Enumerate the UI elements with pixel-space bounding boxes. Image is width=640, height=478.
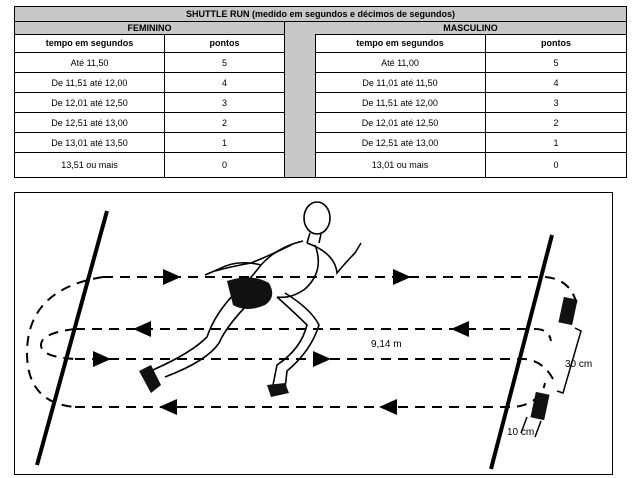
masculino-section: MASCULINO tempo em segundos pontos Até 1…: [315, 22, 626, 177]
block-size-label: 10 cm: [507, 427, 535, 438]
masculino-row-points: 4: [486, 73, 626, 93]
size-bracket: [520, 416, 542, 438]
section-divider: [284, 22, 316, 177]
feminino-header: FEMININO: [15, 22, 284, 35]
feminino-row-time: De 12,01 até 12,50: [15, 93, 164, 113]
masculino-row-points: 5: [486, 53, 626, 73]
feminino-row-points: 5: [165, 53, 284, 73]
runner-shoe-front: [267, 383, 289, 397]
masculino-row-time: De 11,01 até 11,50: [315, 73, 485, 93]
feminino-row-points: 4: [165, 73, 284, 93]
path-outer-bottom: [75, 382, 546, 408]
table-title: SHUTTLE RUN (medido em segundos e décimo…: [15, 7, 626, 22]
column-separator: [164, 35, 165, 177]
score-table: SHUTTLE RUN (medido em segundos e décimo…: [14, 6, 627, 178]
path-inner-top: [75, 328, 552, 342]
masculino-row-points: 2: [486, 113, 626, 133]
shuttle-run-diagram: 9,14 m 30 cm 10 cm: [14, 192, 613, 475]
feminino-row-time: De 11,51 até 12,00: [15, 73, 164, 93]
feminino-row-points: 0: [221, 160, 227, 170]
feminino-section: FEMININO tempo em segundos pontos Até 11…: [15, 22, 284, 177]
distance-label: 9,14 m: [371, 339, 402, 350]
masculino-header: MASCULINO: [315, 22, 626, 35]
feminino-row-time: De 12,51 até 13,00: [15, 113, 164, 133]
column-separator: [485, 35, 486, 177]
runner-shoe-back: [139, 365, 161, 393]
block-bottom: [530, 391, 550, 421]
masculino-row-points: 0: [553, 160, 559, 170]
feminino-col-time: tempo em segundos: [15, 35, 164, 53]
path-left-curve: [25, 276, 104, 408]
shuttle-run-drawing: [25, 201, 582, 470]
block-top: [558, 296, 578, 326]
feminino-col-points: pontos: [165, 35, 284, 53]
masculino-col-points: pontos: [486, 35, 626, 53]
masculino-row-points: 3: [486, 93, 626, 113]
path-inner-curve: [39, 328, 76, 360]
masculino-row-time: 13,01 ou mais: [371, 160, 429, 170]
masculino-row-time: Até 11,00: [315, 53, 485, 73]
masculino-row-points: 1: [486, 133, 626, 153]
gap-bracket: [556, 327, 582, 394]
feminino-row-points: 2: [165, 113, 284, 133]
masculino-col-time: tempo em segundos: [315, 35, 485, 53]
path-outer-top: [103, 276, 578, 306]
feminino-row-points: 1: [165, 133, 284, 153]
masculino-row-time: De 12,01 até 12,50: [315, 113, 485, 133]
masculino-row-time: De 11,51 até 12,00: [315, 93, 485, 113]
feminino-row-time: 13,51 ou mais: [61, 160, 118, 170]
runner-shorts: [227, 277, 273, 309]
feminino-row-time: De 13,01 até 13,50: [15, 133, 164, 153]
turn-line: [489, 234, 554, 470]
path-inner-bottom: [75, 358, 556, 384]
runner-figure: [146, 201, 362, 390]
masculino-row-time: De 12,51 até 13,00: [315, 133, 485, 153]
feminino-row-time: Até 11,50: [15, 53, 164, 73]
start-line: [35, 210, 109, 466]
block-gap-label: 30 cm: [565, 359, 593, 370]
feminino-row-points: 3: [165, 93, 284, 113]
